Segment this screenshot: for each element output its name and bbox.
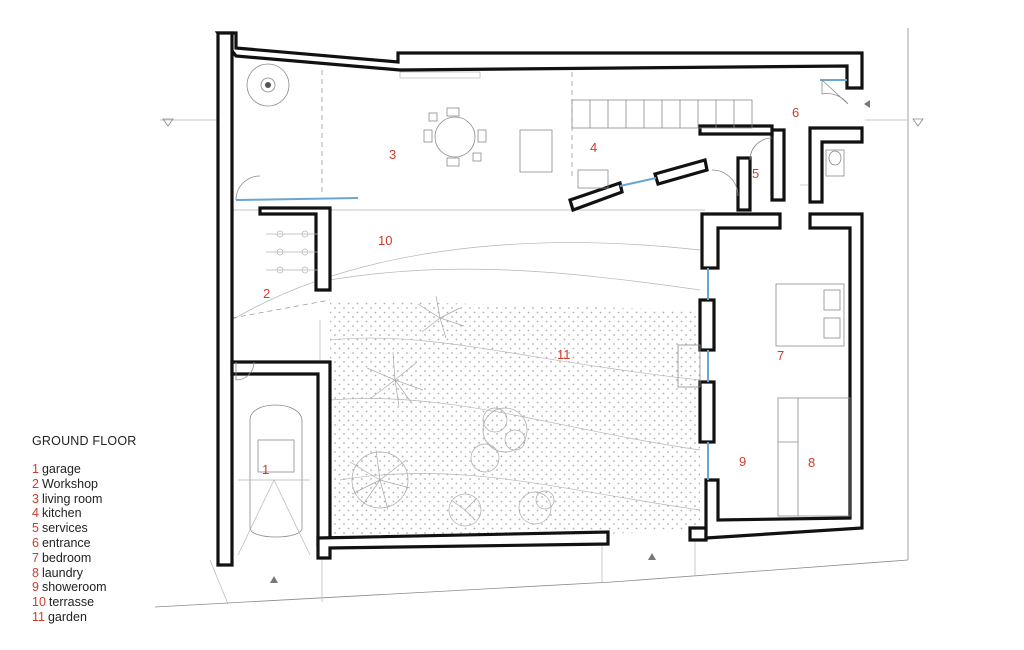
stove-icon xyxy=(246,63,290,107)
legend-item-number: 4 xyxy=(32,506,39,521)
tree-icon xyxy=(448,493,482,527)
legend-item-number: 9 xyxy=(32,580,39,595)
legend-item-number: 1 xyxy=(32,462,39,476)
walls xyxy=(214,31,864,567)
tree-icon xyxy=(366,351,424,407)
bicycle-icon xyxy=(266,230,318,274)
legend-item-label: bedroom xyxy=(41,550,92,565)
legend-item-label: garage xyxy=(41,462,81,476)
doors xyxy=(235,79,849,381)
room-number-11: 11 xyxy=(557,347,571,362)
car-icon xyxy=(237,404,311,556)
wardrobe-icon xyxy=(777,397,851,517)
room-number-6: 6 xyxy=(792,105,799,120)
legend-item-number: 5 xyxy=(32,521,39,536)
tree-icon xyxy=(417,295,465,339)
legend-item-number: 10 xyxy=(32,595,46,610)
legend-title: GROUND FLOOR xyxy=(32,434,137,448)
legend-item-number: 2 xyxy=(32,476,39,491)
tree-icon xyxy=(470,443,500,473)
room-number-1: 1 xyxy=(262,462,269,477)
dining-table-icon xyxy=(423,107,487,167)
legend-item-number: 6 xyxy=(32,535,39,550)
legend-item-label: laundry xyxy=(41,565,83,580)
site-context xyxy=(154,28,924,608)
legend-item-label: living room xyxy=(41,491,103,506)
glazing xyxy=(235,79,847,480)
room-number-5: 5 xyxy=(752,166,759,181)
room-number-3: 3 xyxy=(389,147,396,162)
legend-item-label: garden xyxy=(47,609,87,624)
room-number-10: 10 xyxy=(378,233,392,248)
legend-item-number: 8 xyxy=(32,565,39,580)
room-number-9: 9 xyxy=(739,454,746,469)
bed-icon xyxy=(775,283,845,347)
toilet-icon xyxy=(825,149,845,177)
room-number-4: 4 xyxy=(590,140,597,155)
tree-icon xyxy=(518,490,555,525)
bench-icon xyxy=(677,344,701,388)
legend-item-number: 3 xyxy=(32,491,39,506)
room-labels: 1 2 3 4 5 6 7 8 9 10 11 xyxy=(262,105,815,477)
room-number-2: 2 xyxy=(263,286,270,301)
legend-item-label: entrance xyxy=(41,535,91,550)
legend-item-number: 7 xyxy=(32,550,39,565)
legend-item-label: kitchen xyxy=(41,506,82,521)
legend-item-label: Workshop xyxy=(41,476,98,491)
room-number-8: 8 xyxy=(808,455,815,470)
coffee-table-icon xyxy=(519,129,553,173)
garden-area xyxy=(231,242,701,545)
tree-icon xyxy=(349,449,411,511)
furniture xyxy=(237,63,851,556)
tree-icon xyxy=(482,407,528,453)
staircase xyxy=(571,99,753,129)
legend-item-label: showeroom xyxy=(41,580,107,595)
sink-icon xyxy=(577,169,609,189)
legend-item-label: services xyxy=(41,521,88,536)
legend-item-label: terrasse xyxy=(48,595,95,610)
legend-item-number: 11 xyxy=(32,609,45,624)
room-number-7: 7 xyxy=(777,348,784,363)
